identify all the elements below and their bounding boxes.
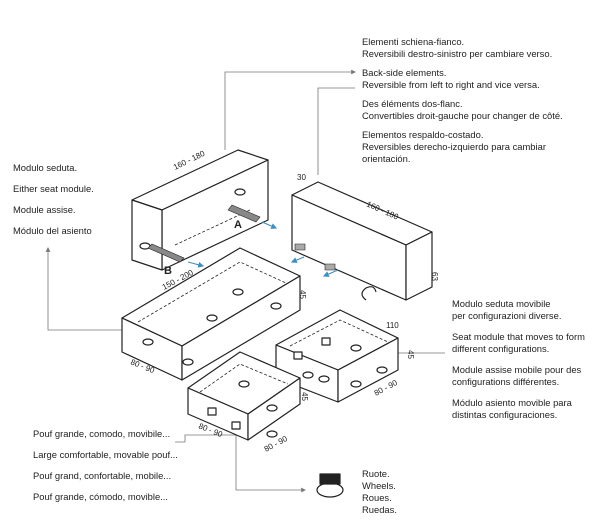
seat-es: Módulo del asiento	[13, 225, 92, 236]
back-es-line-2: Reversibles derecho-izquierdo para cambi…	[362, 141, 546, 152]
wheel-icon	[316, 473, 344, 498]
connector-strips	[147, 204, 261, 263]
connector-back-right	[317, 87, 355, 175]
back-element-left	[131, 149, 269, 271]
back-es-line-3: orientación.	[362, 153, 411, 164]
move-es-line-2: distintas configuraciones.	[452, 409, 558, 420]
movable-seat-module	[275, 309, 399, 403]
connector-pouf	[175, 434, 236, 443]
back-es-line-1: Elementos respaldo-costado.	[362, 129, 484, 140]
pouf-fr: Pouf grand, confortable, mobile...	[33, 470, 172, 481]
seat-module	[121, 247, 301, 381]
back-elements-description: Elementi schiena-fianco. Reversibili des…	[362, 36, 563, 165]
move-es-line-1: Módulo asiento movible para	[452, 397, 572, 408]
movable-seat-description: Modulo seduta movibile per configurazion…	[452, 298, 585, 421]
back-element-right	[291, 181, 433, 301]
wheels-en: Wheels.	[362, 480, 396, 491]
wheels-it: Ruote.	[362, 468, 390, 479]
hook-icon	[361, 286, 377, 301]
pouf-it: Pouf grande, comodo, movibile...	[33, 428, 171, 439]
back-en-line-2: Reversible from left to right and vice v…	[362, 79, 540, 90]
dim-seat-height: 45	[298, 290, 307, 299]
seat-fr: Module assise.	[13, 204, 76, 215]
pouf-en: Large comfortable, movable pouf...	[33, 449, 178, 460]
pouf-description: Pouf grande, comodo, movibile... Large c…	[33, 428, 178, 503]
dim-pouf-depth: 80 - 90	[263, 434, 290, 454]
move-it-line-1: Modulo seduta movibile	[452, 298, 551, 309]
back-en-line-1: Back-side elements.	[362, 67, 447, 78]
connector-back-left	[224, 69, 356, 150]
back-it-line-1: Elementi schiena-fianco.	[362, 36, 465, 47]
seat-en: Either seat module.	[13, 183, 94, 194]
move-fr-line-2: configurations différentes.	[452, 376, 560, 387]
wheels-es: Ruedas.	[362, 504, 397, 515]
dim-pouf-height: 45	[300, 392, 309, 401]
dim-back-right-height: 63	[430, 272, 439, 281]
dim-move-height: 45	[406, 350, 415, 359]
dim-back-right-depth: 30	[297, 173, 306, 182]
pouf-module	[187, 351, 301, 441]
wheels-fr: Roues.	[362, 492, 392, 503]
movement-arrows	[187, 221, 339, 277]
back-fr-line-2: Convertibles droit-gauche pour changer d…	[362, 110, 563, 121]
label-a: A	[234, 219, 242, 231]
connector-lines	[45, 69, 445, 493]
back-fr-line-1: Des éléments dos-flanc.	[362, 98, 463, 109]
dim-move-width: 110	[386, 321, 399, 330]
connector-wheel	[235, 430, 306, 493]
connector-seat	[45, 247, 125, 331]
label-b: B	[164, 265, 172, 277]
back-it-line-2: Reversibili destro-sinistro per cambiare…	[362, 48, 553, 59]
seat-module-description: Modulo seduta. Either seat module. Modul…	[13, 162, 94, 237]
move-en-line-2: different configurations.	[452, 343, 550, 354]
move-fr-line-1: Module assise mobile pour des	[452, 364, 582, 375]
pouf-es: Pouf grande, cómodo, movible...	[33, 491, 168, 502]
move-it-line-2: per configurazioni diverse.	[452, 310, 562, 321]
wheels-description: Ruote. Wheels. Roues. Ruedas.	[362, 468, 397, 516]
seat-it: Modulo seduta.	[13, 162, 78, 173]
move-en-line-1: Seat module that moves to form	[452, 331, 585, 342]
